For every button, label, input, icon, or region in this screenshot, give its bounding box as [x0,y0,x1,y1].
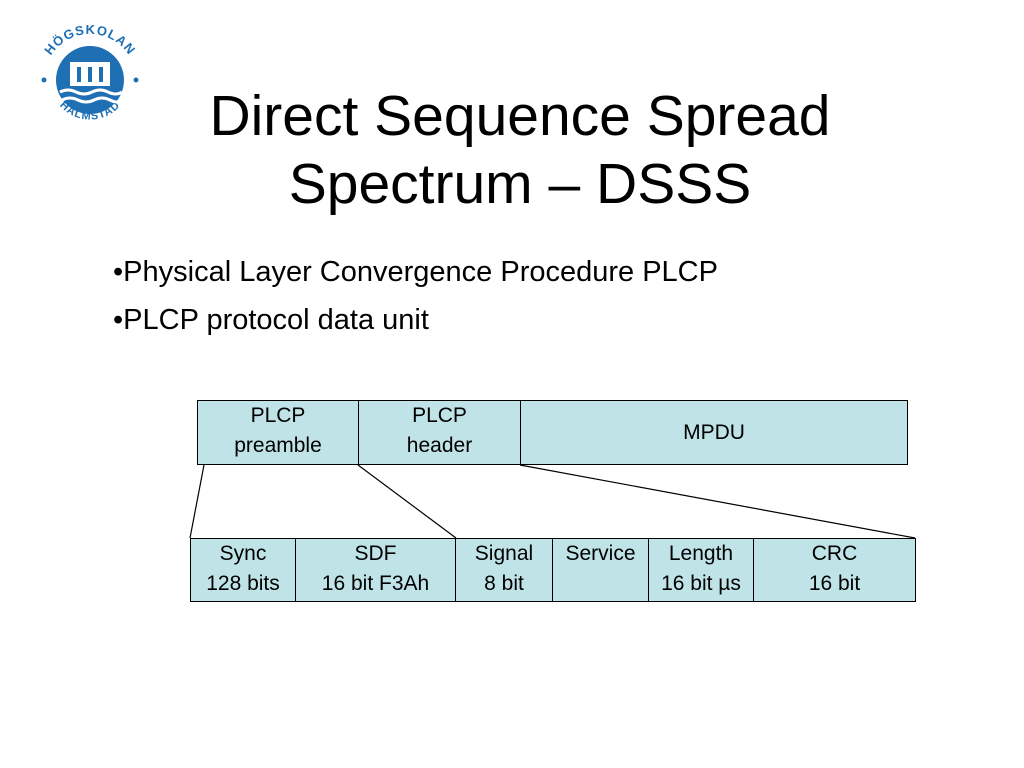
frame-field-service: Service [552,538,649,602]
frame-field-sync: Sync 128 bits [190,538,296,602]
frame-field-signal: Signal 8 bit [455,538,553,602]
frame-field-plcp-preamble: PLCP preamble [197,400,359,465]
frame-field-plcp-header: PLCP header [358,400,521,465]
field-label: PLCP [250,404,306,427]
field-detail: preamble [234,434,322,457]
frame-field-crc: CRC 16 bit [753,538,916,602]
title-line-2: Spectrum – DSSS [288,152,752,216]
university-logo: HÖGSKOLAN HALMSTAD [41,22,139,123]
frame-field-length: Length 16 bit µs [648,538,754,602]
field-label: Length [668,542,734,565]
bullet-item: •PLCP protocol data unit [113,304,429,336]
bullet-item: •Physical Layer Convergence Procedure PL… [113,256,718,288]
field-label: Signal [474,542,534,565]
field-label: SDF [354,542,397,565]
field-detail: 16 bit F3Ah [321,572,430,595]
field-label: Service [565,542,636,565]
frame-field-mpdu: MPDU [520,400,908,465]
field-label: CRC [811,542,858,565]
connector-line-left [189,464,205,539]
field-detail: 16 bit µs [661,572,741,595]
bullet-list: •Physical Layer Convergence Procedure PL… [113,248,718,344]
frame-field-sdf: SDF 16 bit F3Ah [295,538,456,602]
field-detail: header [406,434,473,457]
field-detail: 16 bit [808,572,861,595]
field-label: MPDU [683,420,745,444]
connector-line-right [519,464,916,539]
title-line-1: Direct Sequence Spread [209,84,831,148]
slide-title: Direct Sequence Spread Spectrum – DSSS [130,82,910,218]
connector-line-middle [357,464,457,539]
field-detail: 8 bit [484,572,524,595]
field-detail: 128 bits [206,572,280,595]
field-label: PLCP [412,404,467,427]
field-label: Sync [219,542,267,565]
